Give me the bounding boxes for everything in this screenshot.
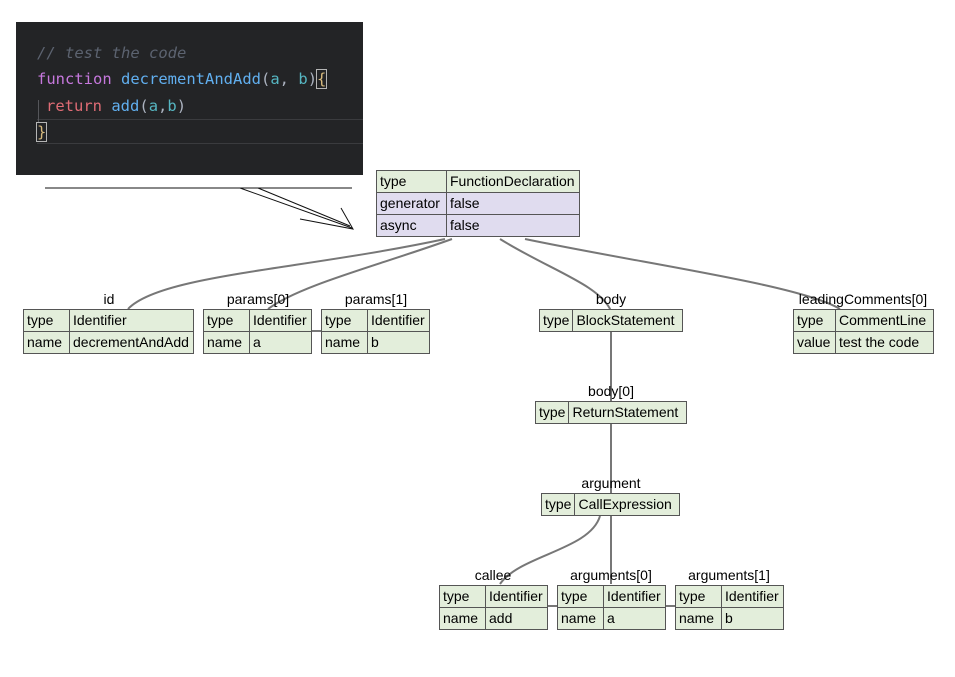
edge-label-argument: argument: [581, 475, 641, 491]
node-value: a: [249, 331, 312, 354]
node-key: type: [23, 309, 70, 332]
edge-label-callee: callee: [474, 567, 512, 583]
node-value: decrementAndAdd: [69, 331, 194, 354]
arrow-shaft: [239, 187, 353, 229]
brace-close: }: [35, 122, 48, 142]
node-value: Identifier: [485, 585, 548, 608]
arg-b: b: [167, 97, 177, 115]
current-line-highlight: [37, 119, 363, 120]
edge-label-body0: body[0]: [588, 383, 634, 399]
function-name: decrementAndAdd: [121, 70, 261, 88]
brace-open: {: [315, 69, 328, 89]
node-value: b: [721, 607, 784, 630]
node-key: type: [534, 401, 570, 424]
keyword-return: return: [46, 97, 102, 115]
node-value: CommentLine: [835, 309, 934, 332]
node-key: type: [538, 309, 574, 332]
arg-a: a: [148, 97, 159, 115]
paren-open: (: [260, 70, 271, 88]
call-paren-open: (: [139, 97, 149, 115]
node-key: name: [23, 331, 70, 354]
node-value: false: [446, 214, 580, 237]
edge-root-params0: [267, 238, 453, 310]
arrow-head-icon: [299, 207, 354, 230]
edge-root-body: [499, 238, 612, 312]
code-comment-line: // test the code: [37, 44, 187, 62]
node-value: FunctionDeclaration: [446, 170, 580, 193]
node-value: Identifier: [249, 309, 312, 332]
node-key: name: [675, 607, 722, 630]
node-value: test the code: [835, 331, 934, 354]
call-paren-close: ): [176, 97, 187, 115]
node-value: b: [367, 331, 430, 354]
paren-close: ): [307, 70, 318, 88]
code-return-line: return add(a,b): [46, 97, 186, 115]
call-name: add: [111, 97, 140, 115]
edge-label-id: id: [103, 291, 115, 307]
edge-label-params0: params[0]: [226, 291, 290, 307]
node-value: Identifier: [603, 585, 666, 608]
node-key: name: [439, 607, 486, 630]
edge-label-arguments1: arguments[1]: [688, 567, 770, 583]
code-function-line: function decrementAndAdd(a, b){: [37, 69, 328, 89]
edge-argument-callee: [499, 515, 601, 585]
node-key: type: [376, 170, 447, 193]
node-key: name: [557, 607, 604, 630]
indent-guide: [38, 100, 39, 122]
edge-root-leading: [524, 238, 841, 310]
node-key: async: [376, 214, 447, 237]
node-value: ReturnStatement: [568, 401, 687, 424]
keyword-function: function: [37, 70, 112, 88]
node-key: name: [321, 331, 368, 354]
current-line-highlight-bottom: [37, 143, 363, 144]
node-key: type: [321, 309, 368, 332]
node-value: BlockStatement: [572, 309, 683, 332]
node-value: Identifier: [367, 309, 430, 332]
edge-root-id: [127, 238, 446, 310]
node-value: Identifier: [69, 309, 194, 332]
comma: ,: [279, 70, 299, 88]
node-key: type: [675, 585, 722, 608]
call-comma: ,: [158, 97, 168, 115]
code-close-line: }: [35, 122, 48, 142]
node-value: CallExpression: [574, 493, 680, 516]
node-key: type: [557, 585, 604, 608]
node-key: type: [439, 585, 486, 608]
node-value: Identifier: [721, 585, 784, 608]
node-key: type: [540, 493, 576, 516]
node-key: name: [203, 331, 250, 354]
node-key: generator: [376, 192, 447, 215]
edge-label-arguments0: arguments[0]: [570, 567, 652, 583]
node-key: value: [793, 331, 836, 354]
node-key: type: [793, 309, 836, 332]
code-editor-panel: // test the code function decrementAndAd…: [16, 22, 363, 175]
edge-label-body: body: [595, 291, 627, 307]
param-b: b: [298, 70, 308, 88]
edge-label-leading-comments: leadingComments[0]: [798, 291, 928, 307]
edge-label-params1: params[1]: [344, 291, 408, 307]
node-key: type: [203, 309, 250, 332]
node-value: a: [603, 607, 666, 630]
node-value: add: [485, 607, 548, 630]
param-a: a: [270, 70, 280, 88]
node-value: false: [446, 192, 580, 215]
